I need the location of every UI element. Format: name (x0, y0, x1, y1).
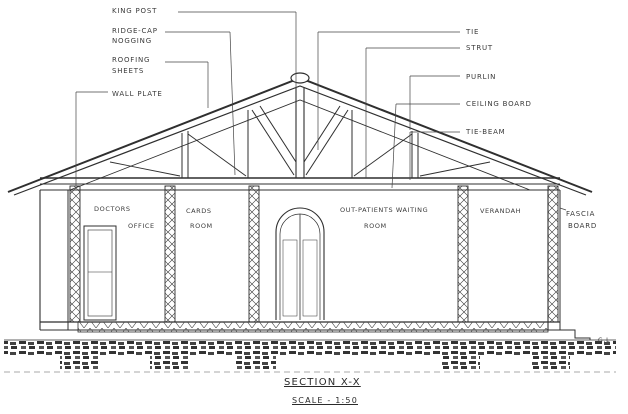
label-tie-beam: TIE-BEAM (466, 128, 506, 136)
columns (69, 185, 559, 323)
label-tie: TIE (466, 28, 480, 36)
room-waiting-room: ROOM (364, 222, 387, 230)
label-purlin: PURLIN (466, 73, 497, 81)
section-title: SECTION X-X (284, 377, 361, 388)
leader-lines (75, 11, 567, 211)
label-king-post: KING POST (112, 7, 158, 15)
label-ridge-cap: RIDGE-CAP (112, 27, 158, 35)
label-wall-plate: WALL PLATE (112, 90, 163, 98)
foundation (4, 339, 616, 373)
room-office: OFFICE (128, 222, 155, 230)
label-ceiling-board: CEILING BOARD (466, 100, 532, 108)
room-waiting: OUT-PATIENTS WAITING (340, 206, 429, 214)
label-sheets: SHEETS (112, 67, 145, 75)
room-cards-room: ROOM (190, 222, 213, 230)
label-strut: STRUT (466, 44, 493, 52)
roof-truss (7, 72, 593, 196)
room-verandah: VERANDAH (480, 207, 522, 215)
scale-label: SCALE - 1:50 (292, 396, 358, 405)
doors (83, 207, 325, 321)
drawing-initials: G.L (598, 337, 611, 344)
label-fascia: FASCIA (566, 210, 596, 218)
label-roofing: ROOFING (112, 56, 151, 64)
room-cards: CARDS (186, 207, 212, 215)
label-nogging: NOGGING (112, 37, 152, 45)
floor-beam (77, 321, 549, 333)
room-doctors: DOCTORS (94, 205, 131, 213)
label-board: BOARD (568, 222, 598, 230)
